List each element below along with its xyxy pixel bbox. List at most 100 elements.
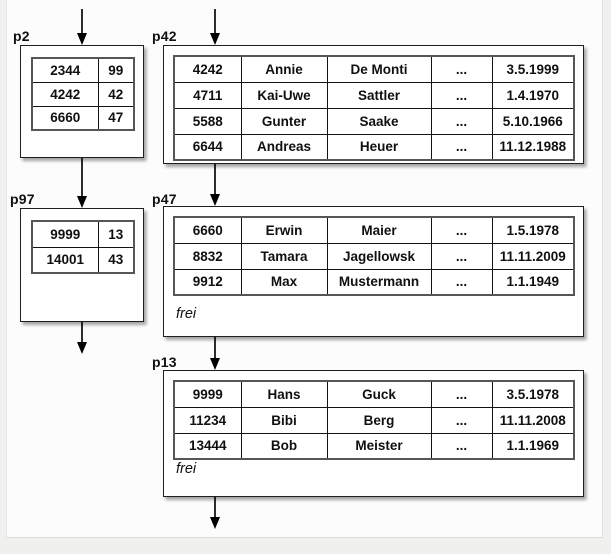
cell-id: 6660 bbox=[173, 216, 242, 244]
cell-lastname: Mustermann bbox=[326, 268, 432, 296]
cell-lastname: Jagellowsk bbox=[326, 242, 432, 270]
page-label-p47: p47 bbox=[152, 191, 177, 207]
arrow-top-to-p42 bbox=[209, 9, 221, 45]
arrowhead-icon bbox=[77, 33, 87, 45]
cell-date: 1.4.1970 bbox=[491, 81, 575, 109]
table-row: 13444 Bob Meister ... 1.1.1969 bbox=[173, 432, 575, 460]
table-row: 6660 47 bbox=[31, 105, 135, 131]
cell-ellipsis: ... bbox=[430, 242, 493, 270]
arrow-stem bbox=[81, 322, 83, 342]
page-box-p42: 4242 Annie De Monti ... 3.5.1999 4711 Ka… bbox=[163, 45, 584, 164]
arrow-p47-to-p13 bbox=[209, 337, 221, 370]
cell-pointer: 99 bbox=[97, 57, 135, 83]
arrow-stem bbox=[214, 9, 216, 33]
cell-ellipsis: ... bbox=[430, 406, 493, 434]
cell-ellipsis: ... bbox=[430, 107, 493, 135]
cell-ellipsis: ... bbox=[430, 380, 493, 408]
arrowhead-icon bbox=[210, 33, 220, 45]
cell-lastname: Sattler bbox=[326, 81, 432, 109]
cell-lastname: De Monti bbox=[326, 55, 432, 83]
table-row: 9999 Hans Guck ... 3.5.1978 bbox=[173, 380, 575, 408]
cell-lastname: Heuer bbox=[326, 133, 432, 161]
cell-date: 1.5.1978 bbox=[491, 216, 575, 244]
record-table-p42: 4242 Annie De Monti ... 3.5.1999 4711 Ka… bbox=[173, 55, 575, 161]
cell-firstname: Max bbox=[240, 268, 328, 296]
arrowhead-icon bbox=[210, 517, 220, 529]
page-label-p2: p2 bbox=[13, 28, 30, 44]
cell-pointer: 42 bbox=[97, 81, 135, 107]
cell-lastname: Maier bbox=[326, 216, 432, 244]
arrow-p97-to-bottom bbox=[76, 322, 88, 354]
cell-date: 3.5.1978 bbox=[491, 380, 575, 408]
cell-lastname: Meister bbox=[326, 432, 432, 460]
table-row: 6660 Erwin Maier ... 1.5.1978 bbox=[173, 216, 575, 244]
arrow-p2-to-p97 bbox=[76, 158, 88, 208]
cell-id: 9912 bbox=[173, 268, 242, 296]
table-row: 9912 Max Mustermann ... 1.1.1949 bbox=[173, 268, 575, 296]
cell-key: 2344 bbox=[31, 57, 99, 83]
cell-id: 5588 bbox=[173, 107, 242, 135]
cell-firstname: Erwin bbox=[240, 216, 328, 244]
cell-id: 4711 bbox=[173, 81, 242, 109]
arrow-stem bbox=[81, 9, 83, 33]
cell-date: 11.11.2008 bbox=[491, 406, 575, 434]
page-box-p2: 2344 99 4242 42 6660 47 bbox=[20, 45, 144, 158]
cell-date: 1.1.1969 bbox=[491, 432, 575, 460]
cell-date: 11.11.2009 bbox=[491, 242, 575, 270]
page-label-p42: p42 bbox=[152, 28, 177, 44]
cell-pointer: 13 bbox=[97, 220, 135, 248]
cell-id: 6644 bbox=[173, 133, 242, 161]
table-row: 4242 Annie De Monti ... 3.5.1999 bbox=[173, 55, 575, 83]
cell-lastname: Guck bbox=[326, 380, 432, 408]
table-row: 14001 43 bbox=[31, 246, 135, 274]
page-box-p97: 9999 13 14001 43 bbox=[20, 208, 144, 322]
page-label-p97: p97 bbox=[10, 191, 35, 207]
cell-ellipsis: ... bbox=[430, 432, 493, 460]
cell-date: 1.1.1949 bbox=[491, 268, 575, 296]
free-space-label: frei bbox=[176, 461, 197, 477]
cell-ellipsis: ... bbox=[430, 268, 493, 296]
page-box-p13: 9999 Hans Guck ... 3.5.1978 11234 Bibi B… bbox=[163, 370, 584, 497]
cell-ellipsis: ... bbox=[430, 55, 493, 83]
arrow-p13-to-bottom bbox=[209, 497, 221, 529]
arrow-stem bbox=[214, 164, 216, 194]
cell-lastname: Berg bbox=[326, 406, 432, 434]
arrow-top-to-p2 bbox=[76, 9, 88, 45]
record-table-p2: 2344 99 4242 42 6660 47 bbox=[31, 57, 135, 131]
cell-ellipsis: ... bbox=[430, 133, 493, 161]
cell-date: 11.12.1988 bbox=[491, 133, 575, 161]
cell-firstname: Andreas bbox=[240, 133, 328, 161]
table-row: 9999 13 bbox=[31, 220, 135, 248]
page-box-p47: 6660 Erwin Maier ... 1.5.1978 8832 Tamar… bbox=[163, 206, 584, 337]
cell-key: 6660 bbox=[31, 105, 99, 131]
cell-firstname: Hans bbox=[240, 380, 328, 408]
cell-id: 9999 bbox=[173, 380, 242, 408]
record-table-p97: 9999 13 14001 43 bbox=[31, 220, 135, 274]
table-row: 6644 Andreas Heuer ... 11.12.1988 bbox=[173, 133, 575, 161]
cell-id: 13444 bbox=[173, 432, 242, 460]
table-row: 8832 Tamara Jagellowsk ... 11.11.2009 bbox=[173, 242, 575, 270]
record-table-p13: 9999 Hans Guck ... 3.5.1978 11234 Bibi B… bbox=[173, 380, 575, 460]
arrow-p42-to-p47 bbox=[209, 164, 221, 206]
table-row: 11234 Bibi Berg ... 11.11.2008 bbox=[173, 406, 575, 434]
record-table-p47: 6660 Erwin Maier ... 1.5.1978 8832 Tamar… bbox=[173, 216, 575, 296]
table-row: 5588 Gunter Saake ... 5.10.1966 bbox=[173, 107, 575, 135]
arrowhead-icon bbox=[210, 358, 220, 370]
page-label-p13: p13 bbox=[152, 354, 177, 370]
arrow-stem bbox=[81, 158, 83, 196]
table-row: 4242 42 bbox=[31, 81, 135, 107]
cell-firstname: Bibi bbox=[240, 406, 328, 434]
cell-key: 9999 bbox=[31, 220, 99, 248]
cell-date: 3.5.1999 bbox=[491, 55, 575, 83]
cell-firstname: Annie bbox=[240, 55, 328, 83]
cell-pointer: 43 bbox=[97, 246, 135, 274]
cell-pointer: 47 bbox=[97, 105, 135, 131]
cell-id: 8832 bbox=[173, 242, 242, 270]
cell-date: 5.10.1966 bbox=[491, 107, 575, 135]
arrow-stem bbox=[214, 497, 216, 517]
cell-id: 4242 bbox=[173, 55, 242, 83]
cell-firstname: Tamara bbox=[240, 242, 328, 270]
cell-key: 4242 bbox=[31, 81, 99, 107]
table-row: 4711 Kai-Uwe Sattler ... 1.4.1970 bbox=[173, 81, 575, 109]
table-row: 2344 99 bbox=[31, 57, 135, 83]
